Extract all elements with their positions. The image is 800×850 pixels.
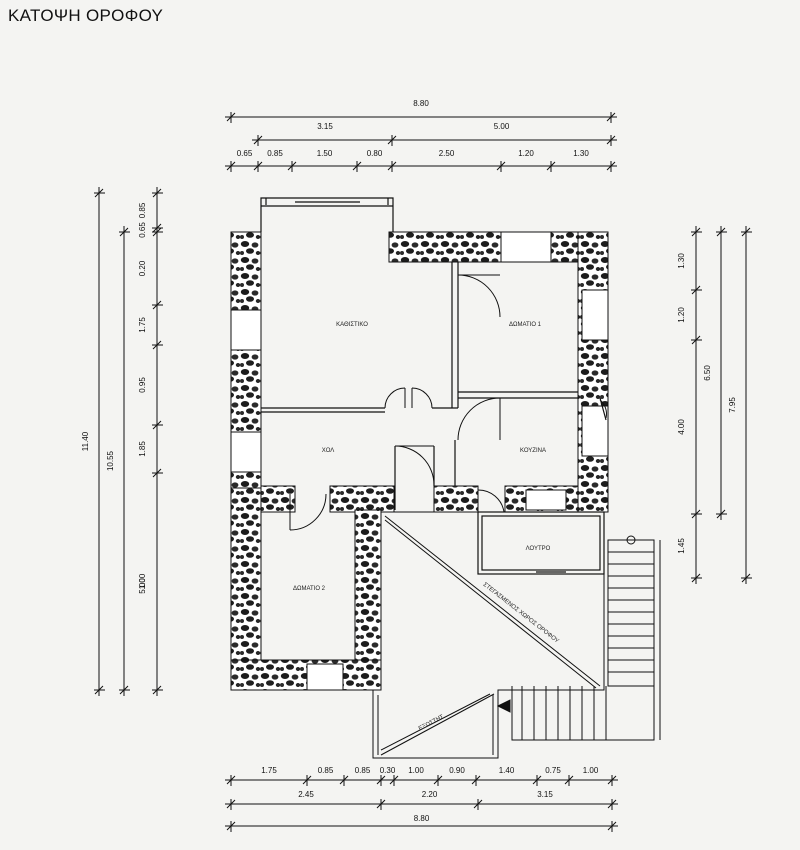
covered-area (372, 511, 605, 759)
wall-middle-horizontal-3 (433, 485, 479, 513)
dim-left-detail-5: 1.85 (138, 441, 147, 457)
dim-bottom-detail-7: 0.75 (545, 766, 561, 775)
window-left-2 (230, 431, 262, 473)
dim-top-detail-2: 1.50 (317, 149, 333, 158)
dim-top-detail-5: 1.20 (518, 149, 534, 158)
interior-lines (260, 197, 607, 575)
dim-top-overall-0: 8.80 (413, 99, 429, 108)
dim-left-detail-0: 0.85 (138, 202, 147, 218)
doors (289, 274, 607, 531)
dim-right-detail-1: 1.20 (677, 307, 686, 323)
dim-bottom-detail-8: 1.00 (583, 766, 599, 775)
dim-bottom-mid-1: 2.20 (422, 790, 438, 799)
dim-left-detail-1: 0.65 (138, 222, 147, 238)
dim-bottom-detail-4: 1.00 (408, 766, 424, 775)
dimension-labels: 8.80 3.15 5.00 0.65 0.85 1.50 0.80 2.50 1.20 1.30… (81, 99, 737, 823)
room-label-kathistiko: ΚΑΘΙΣΤΙΚΟ (336, 322, 368, 328)
dim-left-detail-2: 0.20 (138, 260, 147, 276)
dim-top-detail-4: 2.50 (439, 149, 455, 158)
wall-room2-bottom (230, 659, 382, 691)
stairs (496, 535, 661, 741)
sheet-title: ΚΑΤΟΨΗ ΟΡΟΦΟΥ (8, 6, 164, 25)
dim-right-mid-0: 6.50 (703, 365, 712, 381)
window-bottom (306, 663, 344, 691)
wall-middle-horizontal (260, 485, 296, 513)
window-left-1 (230, 309, 262, 351)
dim-bottom-detail-3: 0.30 (380, 766, 396, 775)
dim-bottom-detail-2: 0.85 (355, 766, 371, 775)
dim-left-detail-4: 0.95 (138, 377, 147, 393)
dim-top-mid-1: 5.00 (494, 122, 510, 131)
dim-top-detail-0: 0.65 (237, 149, 253, 158)
room-label-domatio1: ΔΩΜΑΤΙΟ 1 (509, 322, 542, 328)
dim-bottom-detail-5: 0.90 (449, 766, 465, 775)
dim-bottom-detail-1: 0.85 (318, 766, 334, 775)
wall-right (577, 231, 609, 513)
windows (230, 231, 609, 691)
dim-right-overall-0: 7.95 (728, 397, 737, 413)
dimension-lines (94, 112, 752, 832)
dim-left-overall-0: 11.40 (81, 431, 90, 451)
dim-left-detail-7: 5.00 (138, 578, 147, 594)
dim-top-detail-1: 0.85 (267, 149, 283, 158)
dim-top-detail-6: 1.30 (573, 149, 589, 158)
dim-right-detail-2: 4.00 (677, 419, 686, 435)
wall-top-right (388, 231, 608, 263)
room-label-domatio2: ΔΩΜΑΤΙΟ 2 (293, 586, 326, 592)
room-label-hol: ΧΟΛ (322, 448, 335, 454)
dim-left-second-0: 10.55 (106, 450, 115, 471)
room-label-loutro: ΛΟΥΤΡΟ (526, 546, 551, 552)
window-right (581, 289, 609, 341)
dim-bottom-mid-2: 3.15 (537, 790, 553, 799)
dim-top-detail-3: 0.80 (367, 149, 383, 158)
dim-left-detail-3: 1.75 (138, 317, 147, 333)
dim-bottom-mid-0: 2.45 (298, 790, 314, 799)
stone-walls (230, 231, 609, 691)
room-label-eksostis: ΕΞΩΣΤΗΣ (418, 714, 446, 732)
window-top-right (500, 231, 552, 263)
dim-left-detail-6: 1.00 (138, 573, 147, 589)
dim-right-detail-3: 1.45 (677, 538, 686, 554)
dim-bottom-detail-0: 1.75 (261, 766, 277, 775)
window-right-2 (581, 405, 609, 457)
room-label-stegasmenos: ΣΤΕΓΑΣΜΕΝΟΣ ΧΩΡΟΣ ΟΡΟΦΟΥ (482, 582, 560, 645)
dim-top-mid-0: 3.15 (317, 122, 333, 131)
room-label-kouzina: ΚΟΥΖΙΝΑ (520, 448, 546, 454)
wall-middle-horizontal-2 (329, 485, 395, 513)
dim-right-detail-0: 1.30 (677, 253, 686, 269)
dim-bottom-detail-6: 1.40 (499, 766, 515, 775)
dim-bottom-overall-0: 8.80 (414, 814, 430, 823)
window-bath (525, 489, 567, 511)
